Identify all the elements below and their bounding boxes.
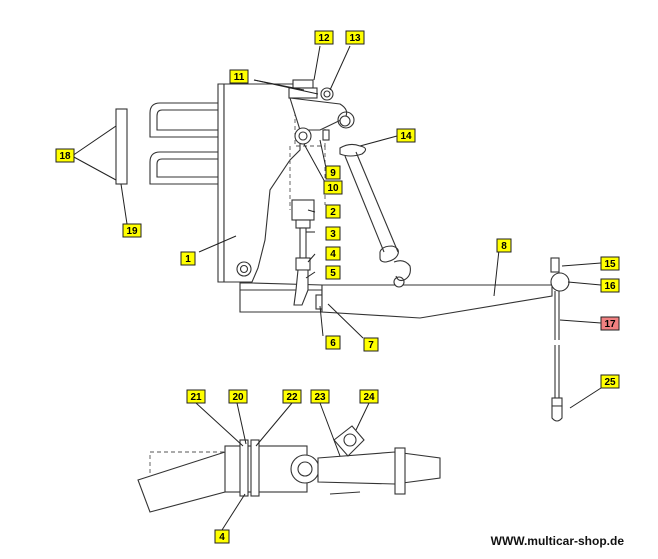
svg-text:12: 12 (318, 33, 330, 44)
svg-text:24: 24 (363, 392, 375, 403)
callout-6: 6 (325, 335, 341, 350)
svg-text:10: 10 (327, 183, 339, 194)
leader-lines (71, 45, 602, 531)
callout-5: 5 (325, 265, 341, 280)
svg-text:14: 14 (400, 131, 412, 142)
svg-text:25: 25 (604, 377, 616, 388)
callout-4: 4 (325, 246, 341, 261)
callout-3: 3 (325, 226, 341, 241)
callout-17: 17 (600, 316, 620, 331)
svg-text:4: 4 (219, 532, 225, 543)
callout-8: 8 (496, 238, 512, 253)
callout-21: 21 (186, 389, 206, 404)
svg-text:18: 18 (59, 151, 71, 162)
callout-14: 14 (396, 128, 416, 143)
part-spring (337, 111, 411, 282)
part-bottom-assembly (137, 425, 441, 513)
svg-text:2: 2 (330, 207, 336, 218)
svg-text:22: 22 (286, 392, 298, 403)
svg-text:9: 9 (330, 168, 336, 179)
callout-25: 25 (600, 374, 620, 389)
part-cable (550, 257, 570, 422)
callout-19: 19 (122, 223, 142, 238)
callout-7: 7 (363, 337, 379, 352)
callout-24: 24 (359, 389, 379, 404)
svg-text:17: 17 (604, 319, 616, 330)
callout-9: 9 (325, 165, 341, 180)
svg-text:19: 19 (126, 226, 138, 237)
callout-23: 23 (310, 389, 330, 404)
part-fitting (293, 257, 311, 306)
part-pivot (294, 127, 330, 145)
svg-text:6: 6 (330, 338, 336, 349)
callout-2: 2 (325, 204, 341, 219)
callout-18: 18 (55, 148, 75, 163)
callout-15: 15 (600, 256, 620, 271)
svg-text:16: 16 (604, 281, 616, 292)
part-plate-bracket (115, 102, 218, 185)
callout-11: 11 (229, 69, 249, 84)
svg-text:15: 15 (604, 259, 616, 270)
website-watermark: WWW.multicar-shop.de (490, 534, 624, 548)
svg-text:5: 5 (330, 268, 336, 279)
callout-13: 13 (345, 30, 365, 45)
svg-text:1: 1 (185, 254, 191, 265)
part-cylinder (291, 199, 315, 259)
callout-16: 16 (600, 278, 620, 293)
svg-text:3: 3 (330, 229, 336, 240)
part-lever-arm (321, 276, 553, 319)
callout-4-bottom: 4 (214, 529, 230, 544)
svg-text:11: 11 (234, 72, 245, 83)
svg-text:21: 21 (190, 392, 202, 403)
callout-10: 10 (323, 180, 343, 195)
callout-1: 1 (180, 251, 196, 266)
svg-text:13: 13 (349, 33, 361, 44)
svg-text:7: 7 (368, 340, 374, 351)
svg-text:20: 20 (232, 392, 244, 403)
part-top-bolt (288, 79, 351, 131)
callout-20: 20 (228, 389, 248, 404)
callout-22: 22 (282, 389, 302, 404)
callout-12: 12 (314, 30, 334, 45)
svg-text:23: 23 (314, 392, 326, 403)
svg-text:8: 8 (501, 241, 507, 252)
svg-text:4: 4 (330, 249, 336, 260)
